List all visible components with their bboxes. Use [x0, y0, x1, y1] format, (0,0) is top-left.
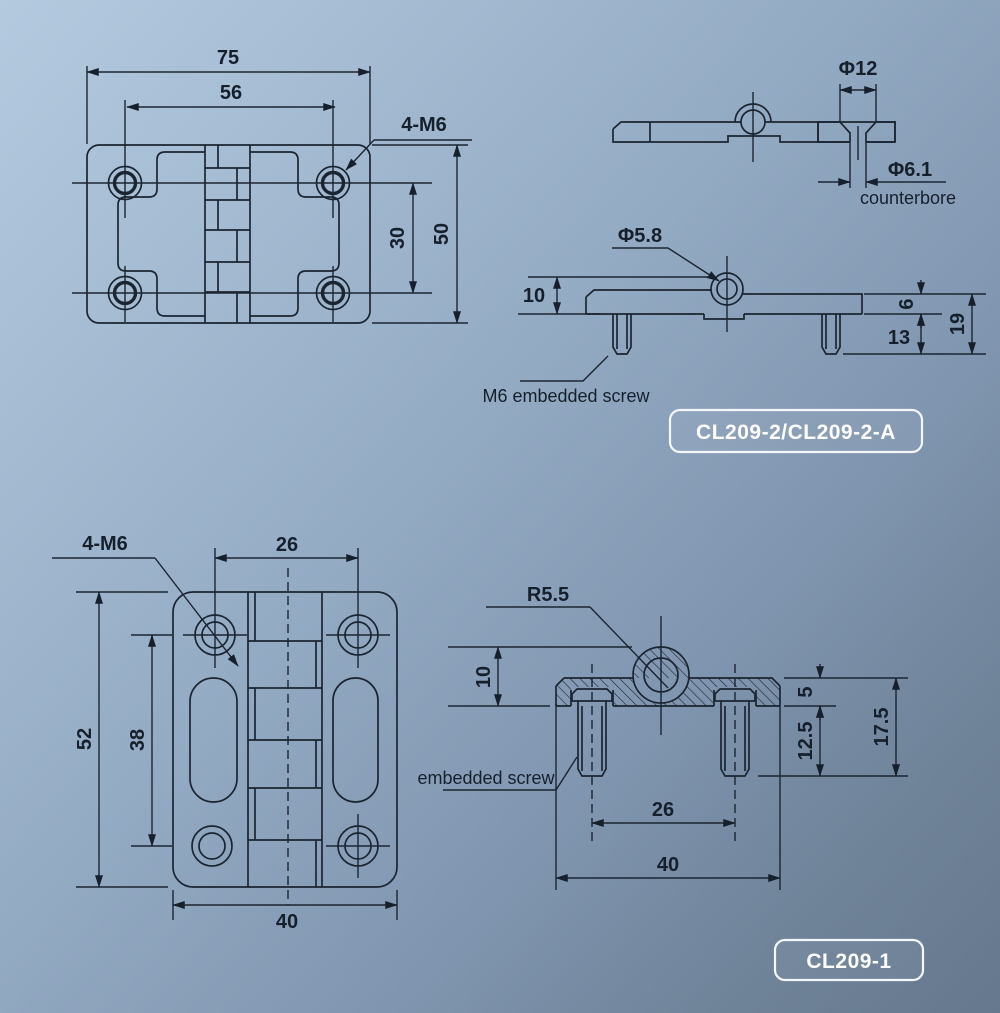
slot-right [332, 677, 379, 803]
screw-label: embedded screw [417, 768, 555, 788]
thread-callout: 4-M6 [401, 114, 447, 136]
leaf-relief-left [117, 151, 205, 317]
hinge-plate-outline [86, 144, 371, 324]
dim-175: 17.5 [871, 708, 893, 747]
cl209-2-front-view: 75 56 4-M6 30 50 [72, 47, 472, 324]
left-leaf [585, 289, 711, 315]
badge-frame [773, 938, 925, 982]
ext-lines-right [758, 677, 908, 777]
dim-r55: R5.5 [527, 584, 569, 606]
dim-30: 30 [387, 227, 409, 249]
badge-text: CL209-2/CL209-2-A [696, 421, 896, 444]
dim-10: 10 [473, 666, 495, 688]
dim-6: 6 [896, 298, 918, 309]
right-leaf [703, 293, 863, 320]
leaf-outline [612, 121, 896, 143]
dim-d58: Φ5.8 [618, 225, 662, 247]
dim-26: 26 [652, 799, 674, 821]
embedded-screw-right [713, 664, 757, 843]
dim-56: 56 [220, 82, 242, 104]
leaf-relief-right [250, 151, 340, 317]
badge-frame [668, 408, 924, 454]
counterbore-hatch-left [817, 121, 851, 143]
plan-centerlines [752, 92, 859, 162]
cl209-1-section-view: R5.5 10 embedded screw 5 12.5 17.5 26 40 [417, 584, 908, 890]
dim-40: 40 [276, 911, 298, 933]
counterbore-hatch-right [865, 121, 896, 143]
body-outline [555, 677, 781, 707]
embedded-screw-left [570, 664, 614, 843]
dim-38: 38 [127, 729, 149, 751]
dim-10: 10 [523, 285, 545, 307]
dim-d12: Φ12 [839, 58, 878, 80]
dim-125: 12.5 [795, 722, 817, 761]
ext-lines-10 [518, 276, 710, 315]
dim-d61: Φ6.1 [888, 159, 932, 181]
thread-leader [345, 139, 375, 171]
counterbore-label: counterbore [860, 188, 956, 208]
dim-13: 13 [888, 327, 910, 349]
thread-callout: 4-M6 [82, 533, 128, 555]
model-badge-cl209-2: CL209-2/CL209-2-A [668, 408, 924, 454]
cl209-1-front-view: 4-M6 26 52 38 40 [52, 533, 398, 933]
dim-40: 40 [657, 854, 679, 876]
badge-text: CL209-1 [806, 950, 891, 973]
hinge-knuckle [204, 145, 251, 323]
pin-dia-leader [667, 247, 720, 282]
cl209-2-section-view: 10 Φ5.8 M6 embedded screw 6 13 19 [482, 225, 986, 406]
slot-left [189, 677, 238, 803]
ext-lines-50 [372, 144, 468, 324]
hinge-plate-outline [172, 591, 398, 888]
body-hatching [556, 647, 780, 706]
model-badge-cl209-1: CL209-1 [773, 938, 925, 982]
dim-50: 50 [431, 223, 453, 245]
ext-lines-52 [76, 591, 168, 888]
thread-leader [154, 557, 239, 667]
cl209-2-plan-view: Φ12 Φ6.1 counterbore [612, 58, 956, 208]
hole-centerlines [72, 100, 432, 322]
m6-screw-label: M6 embedded screw [482, 386, 650, 406]
left-screw-stud [612, 314, 632, 355]
ext-lines-75 [86, 66, 371, 144]
dim-75: 75 [217, 47, 239, 69]
screw-leader [520, 355, 609, 382]
dim-52: 52 [74, 728, 96, 750]
dim-19: 19 [947, 313, 969, 335]
hole-centerlines [183, 548, 390, 878]
right-screw-stud [821, 314, 841, 355]
dim-26: 26 [276, 534, 298, 556]
ext-lines-40 [555, 706, 781, 890]
screw-hole [107, 165, 351, 311]
ext-lines-right [843, 293, 986, 355]
dim-5: 5 [795, 686, 817, 697]
hinge-knuckle [247, 592, 323, 887]
